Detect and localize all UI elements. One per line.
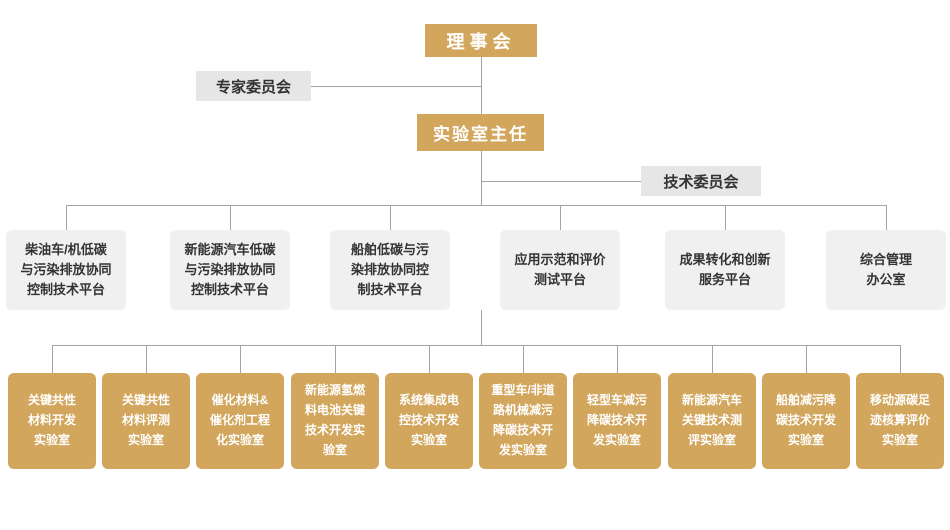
tech-committee-node: 技术委员会 (641, 166, 761, 196)
connector-line (335, 345, 336, 373)
lab-node: 关键共性 材料评测 实验室 (102, 373, 190, 469)
platform-node: 船舶低碳与污 染排放协同控 制技术平台 (330, 230, 450, 310)
lab-node: 重型车/非道 路机械减污 降碳技术开 发实验室 (479, 373, 567, 469)
platform-node: 综合管理 办公室 (826, 230, 946, 310)
connector-line (560, 205, 561, 230)
connector-line (481, 57, 482, 114)
platform-node: 成果转化和创新 服务平台 (665, 230, 785, 310)
board-node: 理事会 (425, 24, 537, 57)
connector-line (311, 86, 481, 87)
connector-line (712, 345, 713, 373)
connector-line (617, 345, 618, 373)
connector-line (66, 205, 67, 230)
lab-node: 移动源碳足 迹核算评价 实验室 (856, 373, 944, 469)
connector-line (146, 345, 147, 373)
lab-director-node: 实验室主任 (417, 114, 544, 151)
lab-node: 轻型车减污 降碳技术开 发实验室 (573, 373, 661, 469)
platform-node: 新能源汽车低碳 与污染排放协同 控制技术平台 (170, 230, 290, 310)
connector-line (240, 345, 241, 373)
connector-line (52, 345, 53, 373)
connector-line (481, 181, 641, 182)
connector-line (806, 345, 807, 373)
connector-line (390, 205, 391, 230)
connector-line (230, 205, 231, 230)
lab-node: 新能源汽车 关键技术测 评实验室 (668, 373, 756, 469)
lab-node: 关键共性 材料开发 实验室 (8, 373, 96, 469)
lab-node: 催化材料& 催化剂工程 化实验室 (196, 373, 284, 469)
connector-line (481, 151, 482, 205)
platform-node: 应用示范和评价 测试平台 (500, 230, 620, 310)
lab-node: 船舶减污降 碳技术开发 实验室 (762, 373, 850, 469)
connector-line (66, 205, 886, 206)
connector-line (900, 345, 901, 373)
lab-node: 系统集成电 控技术开发 实验室 (385, 373, 473, 469)
expert-committee-node: 专家委员会 (196, 71, 311, 101)
connector-line (429, 345, 430, 373)
connector-line (725, 205, 726, 230)
connector-line (886, 205, 887, 230)
connector-line (523, 345, 524, 373)
connector-line (481, 310, 482, 345)
connector-line (52, 345, 900, 346)
platform-node: 柴油车/机低碳 与污染排放协同 控制技术平台 (6, 230, 126, 310)
lab-node: 新能源氢燃 料电池关键 技术开发实 验室 (291, 373, 379, 469)
